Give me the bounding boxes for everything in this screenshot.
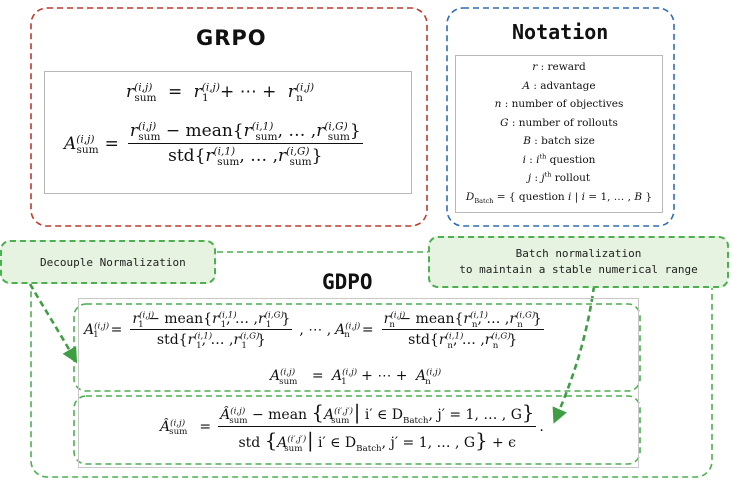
gdpo-equations-box <box>78 298 639 468</box>
callout-batch-normalization: Batch normalization to maintain a stable… <box>428 236 729 288</box>
notation-item-rollouts: G : number of rollouts <box>500 116 618 129</box>
notation-frame <box>446 7 675 227</box>
notation-item-reward: r : reward <box>532 61 586 73</box>
notation-item-objectives: n : number of objectives <box>494 98 624 110</box>
grpo-equations-box <box>44 71 412 194</box>
gdpo-batch-normalized-advantage-equation: Â(i,j)sum = Â(i,j)sum − mean {A(i′,j′)su… <box>160 401 544 454</box>
grpo-frame <box>30 7 428 227</box>
notation-box: r : reward A : advantage n : number of o… <box>455 55 663 213</box>
callout-decouple-normalization: Decouple Normalization <box>0 240 216 284</box>
notation-title: Notation <box>512 20 609 44</box>
grpo-advantage-equation: A(i,j)sum = r(i,j)sum − mean{r(i,1)sum, … <box>64 120 363 169</box>
notation-item-rollout: j : jth rollout <box>527 170 591 184</box>
callout-batch-line2: to maintain a stable numerical range <box>459 263 698 276</box>
callout-decouple-label: Decouple Normalization <box>40 255 186 269</box>
grpo-title: GRPO <box>196 26 267 50</box>
gdpo-frame <box>30 251 713 478</box>
notation-item-question: i : ith question <box>522 152 596 166</box>
arrow-batch <box>552 285 596 424</box>
notation-item-advantage: A : advantage <box>522 79 596 92</box>
gdpo-group-2 <box>73 395 641 465</box>
notation-item-batch-size: B : batch size <box>523 135 595 147</box>
grpo-reward-sum-equation: r(i,j)sum = r(i,j)1 + ⋯ + r(i,j)n <box>126 81 315 105</box>
gdpo-title: GDPO <box>322 270 373 294</box>
gdpo-advantage-sum-equation: A(i,j)sum = A(i,j)1 + ⋯ + A(i,j)n <box>270 367 442 387</box>
callout-batch-line1: Batch normalization <box>515 247 642 260</box>
arrow-decouple <box>28 283 78 364</box>
notation-item-batch-set: DBatch = { question i | i = 1, … , B } <box>465 190 653 205</box>
gdpo-decoupled-advantage-equation: A(i,j)1 = r(i,j)1 − mean{r(i,1)1, … ,r(i… <box>84 310 544 351</box>
